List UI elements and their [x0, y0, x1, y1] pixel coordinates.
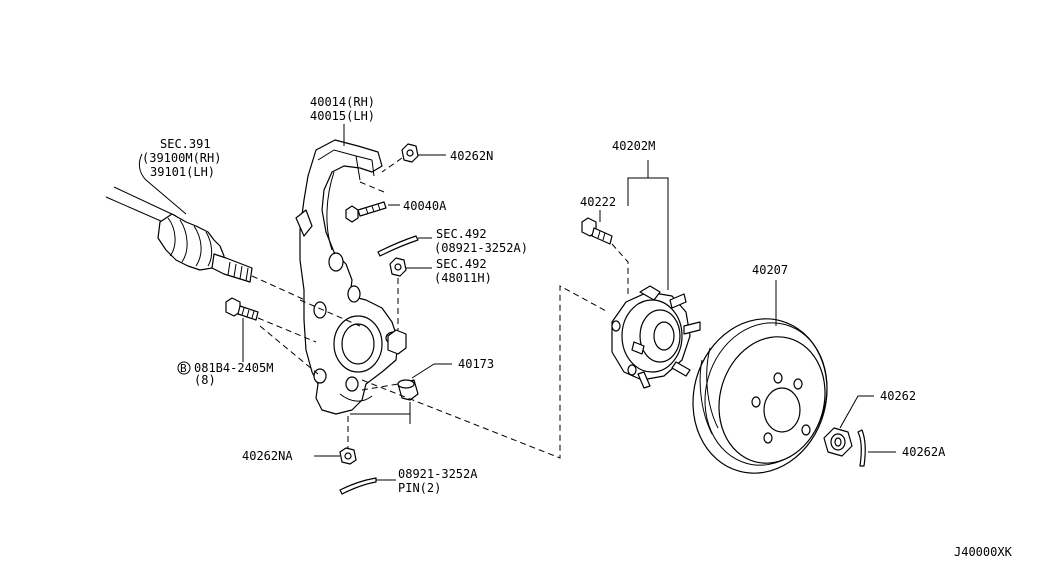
label-sec391: SEC.391	[160, 137, 211, 151]
nut-40262na	[314, 416, 357, 465]
label-40222: 40222	[580, 195, 616, 209]
cotter-pin-40262a	[857, 429, 896, 467]
label-08921-3252a: 08921-3252A	[398, 467, 478, 481]
lock-nut-40262	[823, 395, 874, 457]
label-081b4-qty: (8)	[194, 373, 216, 387]
bolt-081b4-2405m	[225, 297, 319, 375]
diagram-code: J40000XK	[954, 545, 1013, 559]
brake-rotor-40207	[692, 280, 828, 474]
label-40173: 40173	[458, 357, 494, 371]
label-sec391-rh: (39100M(RH)	[142, 151, 221, 165]
label-sec391-lh: 39101(LH)	[150, 165, 215, 179]
label-40262n: 40262N	[450, 149, 493, 163]
label-sec492-b: SEC.492	[436, 257, 487, 271]
circle-b-mark	[177, 361, 191, 375]
nut-40262n	[381, 143, 446, 173]
label-circle-b: B	[180, 362, 187, 375]
label-40262na: 40262NA	[242, 449, 293, 463]
label-40040a: 40040A	[403, 199, 447, 213]
cotter-pin-lower	[339, 477, 396, 495]
label-pin-qty: PIN(2)	[398, 481, 441, 495]
part-labels: 40014(RH) 40015(LH) 40262N 40040A SEC.39…	[138, 95, 1013, 559]
bolt-40040a	[345, 181, 400, 223]
hub-assembly-40202m	[611, 160, 701, 389]
label-40202m: 40202M	[612, 139, 655, 153]
label-40207: 40207	[752, 263, 788, 277]
label-sec492-a: SEC.492	[436, 227, 487, 241]
label-081b4-2405m: 081B4-2405M	[194, 361, 273, 375]
label-40262a: 40262A	[902, 445, 946, 459]
cotter-pin-upper	[377, 235, 432, 257]
steering-knuckle	[295, 139, 407, 415]
label-knuckle-lh: 40015(LH)	[310, 109, 375, 123]
axis-centerline	[299, 285, 609, 459]
label-knuckle-rh: 40014(RH)	[310, 95, 375, 109]
label-sec492-b-sub: (48011H)	[434, 271, 492, 285]
label-sec492-a-sub: (08921-3252A)	[434, 241, 528, 255]
label-40262: 40262	[880, 389, 916, 403]
drive-shaft	[105, 186, 306, 301]
bolt-40222	[581, 210, 629, 296]
nut-48011h	[389, 257, 432, 330]
